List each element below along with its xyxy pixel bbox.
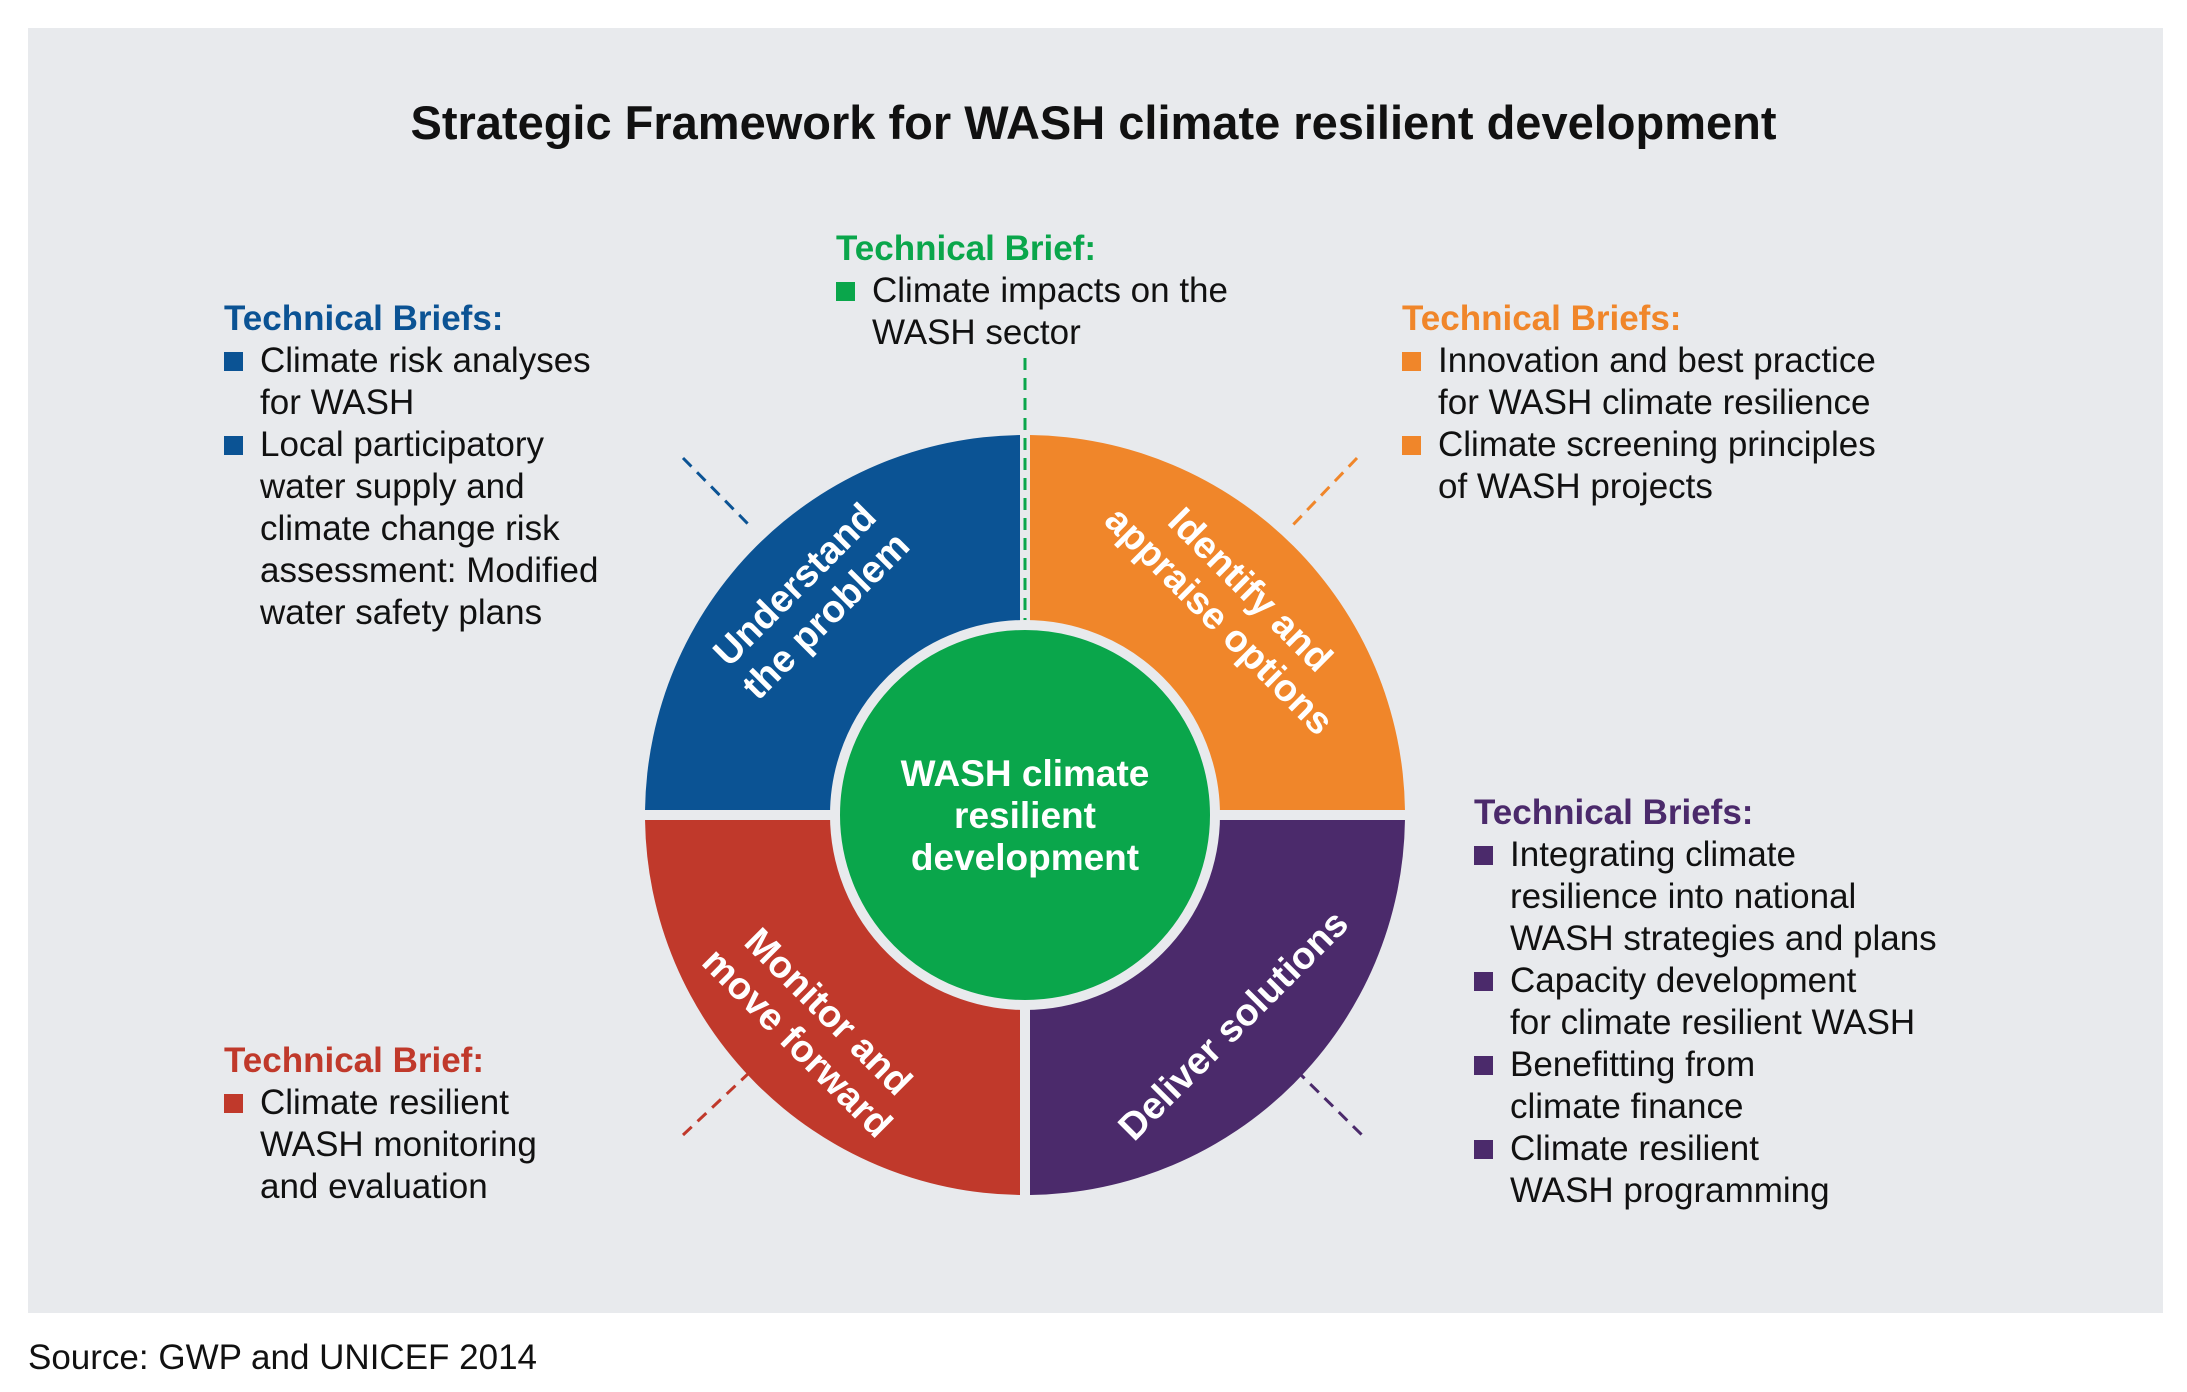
diagram-title: Strategic Framework for WASH climate res… <box>410 96 1777 149</box>
brief-item-text: Innovation and best practice for WASH cl… <box>1438 341 1876 422</box>
bullet-square-icon <box>224 352 243 371</box>
brief-item: Innovation and best practice for WASH cl… <box>1402 340 1876 424</box>
bullet-square-icon <box>1474 846 1493 865</box>
bullet-square-icon <box>1474 1140 1493 1159</box>
brief-item-text: Integrating climate resilience into nati… <box>1510 835 1937 958</box>
brief-item-text: Climate risk analyses for WASH <box>260 341 591 422</box>
brief-heading: Technical Brief: <box>836 229 1096 268</box>
center-label-line: resilient <box>954 795 1096 836</box>
brief-heading: Technical Briefs: <box>1402 299 1682 338</box>
brief-item: Climate risk analyses for WASH <box>224 340 598 424</box>
brief-item: Local participatory water supply and cli… <box>224 424 598 634</box>
brief-item-text: Capacity development for climate resilie… <box>1510 961 1916 1042</box>
brief-item: Benefitting from climate finance <box>1474 1044 1937 1128</box>
brief-item: Climate resilient WASH monitoring and ev… <box>224 1082 537 1208</box>
bullet-square-icon <box>1402 436 1421 455</box>
center-label-line: WASH climate <box>901 753 1150 794</box>
bullet-square-icon <box>224 436 243 455</box>
connector-bottom-left <box>681 1070 752 1137</box>
brief-item-text: Climate resilient WASH programming <box>1510 1129 1830 1210</box>
brief-heading: Technical Briefs: <box>224 299 504 338</box>
brief-item-text: Climate resilient WASH monitoring and ev… <box>260 1083 537 1206</box>
brief-item-text: Climate screening principles of WASH pro… <box>1438 425 1876 506</box>
brief-heading: Technical Briefs: <box>1474 793 1754 832</box>
brief-heading: Technical Brief: <box>224 1041 484 1080</box>
center-label-line: development <box>911 837 1139 878</box>
brief-group-monitor: Technical Brief: Climate resilient WASH … <box>224 1040 537 1208</box>
connector-top-right <box>1288 456 1359 530</box>
bullet-square-icon <box>836 282 855 301</box>
brief-group-identify: Technical Briefs: Innovation and best pr… <box>1402 298 1876 508</box>
brief-item: Capacity development for climate resilie… <box>1474 960 1937 1044</box>
bullet-square-icon <box>1474 1056 1493 1075</box>
brief-item: Climate screening principles of WASH pro… <box>1402 424 1876 508</box>
bullet-square-icon <box>1402 352 1421 371</box>
brief-group-deliver: Technical Briefs: Integrating climate re… <box>1474 792 1937 1212</box>
brief-item-text: Local participatory water supply and cli… <box>260 425 599 632</box>
bullet-square-icon <box>224 1094 243 1113</box>
bullet-square-icon <box>1474 972 1493 991</box>
brief-item-text: Climate impacts on the WASH sector <box>872 271 1228 352</box>
brief-item-text: Benefitting from climate finance <box>1510 1045 1756 1126</box>
center-circle <box>830 620 1220 1010</box>
brief-group-understand: Technical Briefs: Climate risk analyses … <box>224 298 598 634</box>
source-note: Source: GWP and UNICEF 2014 <box>28 1338 538 1377</box>
connector-top-left <box>681 456 754 530</box>
connector-bottom-right <box>1294 1068 1364 1137</box>
brief-item: Integrating climate resilience into nati… <box>1474 834 1937 960</box>
brief-item: Climate resilient WASH programming <box>1474 1128 1937 1212</box>
brief-group-climate-impacts: Technical Brief: Climate impacts on the … <box>836 228 1228 354</box>
brief-item: Climate impacts on the WASH sector <box>836 270 1228 354</box>
